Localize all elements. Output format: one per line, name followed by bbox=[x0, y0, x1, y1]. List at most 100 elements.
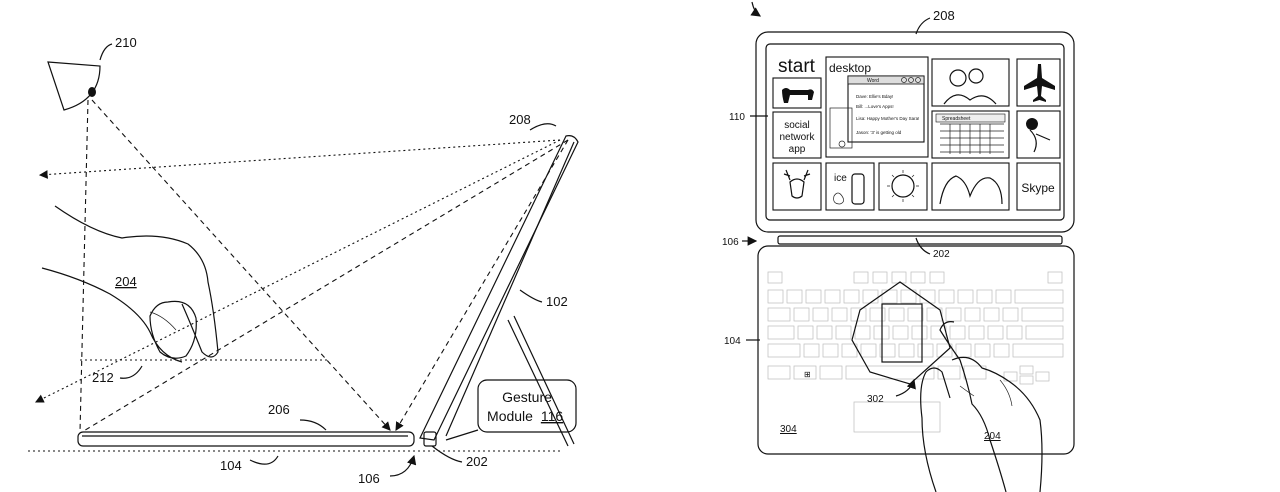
window-close-icon[interactable] bbox=[915, 77, 921, 83]
ref-106: 106 bbox=[358, 471, 380, 486]
window-titlebar bbox=[847, 75, 925, 85]
leader-106 bbox=[389, 454, 417, 477]
leader-302 bbox=[895, 378, 916, 397]
gesture-module-line1: Gesture bbox=[502, 389, 552, 405]
spreadsheet-title: Spreadsheet bbox=[942, 116, 971, 122]
hand-outline bbox=[41, 205, 219, 363]
shaker-icon bbox=[851, 173, 865, 205]
sensor-ray-lower bbox=[35, 139, 561, 403]
leader-210 bbox=[99, 43, 113, 61]
ref-r104: 104 bbox=[724, 336, 741, 347]
gesture-projection-outer bbox=[851, 281, 951, 385]
skype-label: Skype bbox=[1021, 181, 1055, 195]
person-icon-1 bbox=[949, 69, 967, 87]
hand-right-outline bbox=[920, 321, 1043, 492]
ref-212: 212 bbox=[92, 370, 114, 385]
ref-206: 206 bbox=[268, 402, 290, 417]
camera-device bbox=[47, 61, 101, 111]
leader-208 bbox=[529, 123, 557, 131]
desktop-label: desktop bbox=[829, 61, 871, 75]
window-line-1: Dave: Ellie's Bday! bbox=[856, 94, 893, 99]
tile-deer[interactable] bbox=[772, 162, 822, 211]
windows-key-icon: ⊞ bbox=[804, 370, 811, 379]
sun-rays bbox=[887, 170, 919, 202]
leader-202 bbox=[431, 445, 463, 463]
hinge-strip bbox=[777, 235, 1063, 245]
ref-r110: 110 bbox=[729, 112, 745, 123]
ref-r106: 106 bbox=[722, 237, 739, 248]
tile-group-photo[interactable] bbox=[931, 162, 1010, 211]
tablet-ray-left bbox=[81, 139, 569, 433]
gesture-projection-inner bbox=[881, 303, 923, 363]
window-line-4: Jason: '3' is getting old bbox=[856, 130, 902, 135]
ref-102: 102 bbox=[546, 294, 568, 309]
tile-social-network[interactable] bbox=[772, 111, 822, 159]
leader-r202 bbox=[915, 237, 931, 255]
ref-210: 210 bbox=[115, 35, 137, 50]
keyboard-cover bbox=[77, 431, 415, 447]
ref-r204: 204 bbox=[984, 431, 1001, 442]
camera-ray-down bbox=[79, 99, 89, 433]
gesture-module-connector bbox=[445, 429, 479, 441]
leader-r208 bbox=[915, 17, 931, 35]
key-grid bbox=[767, 271, 1064, 433]
gesture-module-box bbox=[477, 379, 577, 433]
tile-skype[interactable] bbox=[1016, 162, 1061, 211]
people-shoulders bbox=[943, 94, 997, 105]
ref-104: 104 bbox=[220, 458, 242, 473]
social-line3: app bbox=[789, 144, 806, 155]
tablet-body bbox=[419, 135, 579, 441]
window-min-icon[interactable] bbox=[901, 77, 907, 83]
gesture-module-line2: Module bbox=[487, 408, 533, 424]
group-people-icon bbox=[939, 175, 1003, 205]
ref-302: 302 bbox=[867, 394, 884, 405]
ref-202: 202 bbox=[466, 454, 488, 469]
window-line-2: Bill: ...Love's Apps! bbox=[856, 104, 894, 109]
monkey-body bbox=[1029, 129, 1051, 153]
ref-208: 208 bbox=[509, 112, 531, 127]
right-figure: 208 110 start desktop social network app… bbox=[722, 1, 1075, 492]
left-figure: 210 204 212 208 102 206 104 bbox=[28, 35, 579, 486]
leader-104 bbox=[249, 455, 279, 465]
tablet-screen bbox=[765, 43, 1065, 221]
tile-photo-couple[interactable] bbox=[931, 58, 1010, 107]
window-line-3: Lisa: Happy Mother's Day Sara! bbox=[856, 116, 919, 121]
browser-window[interactable] bbox=[829, 107, 853, 149]
spreadsheet-titlebar bbox=[935, 113, 1006, 123]
ref-r208: 208 bbox=[933, 8, 955, 23]
monkey-icon bbox=[1026, 118, 1038, 130]
ref-204: 204 bbox=[115, 274, 137, 289]
sun-icon bbox=[891, 174, 915, 198]
leader-102 bbox=[519, 289, 543, 303]
person-icon-2 bbox=[968, 68, 984, 84]
window-title: Word bbox=[867, 78, 879, 84]
hand-right-creases bbox=[959, 379, 1013, 407]
window-max-icon[interactable] bbox=[908, 77, 914, 83]
tile-ice[interactable] bbox=[825, 162, 875, 211]
tablet-frame bbox=[755, 31, 1075, 233]
dog-icon bbox=[782, 88, 814, 103]
hinge bbox=[423, 431, 437, 447]
ice-cube-icon bbox=[833, 192, 844, 205]
tablet-ray-keyboard bbox=[395, 139, 569, 431]
finger-crease bbox=[149, 311, 177, 331]
car-wheel-icon bbox=[838, 140, 846, 148]
spreadsheet-grid bbox=[940, 123, 1004, 154]
figure-pointer bbox=[750, 1, 761, 17]
ice-label: ice bbox=[834, 173, 847, 184]
leader-212 bbox=[119, 365, 143, 379]
airplane-icon bbox=[1024, 64, 1055, 102]
sensor-ray-upper bbox=[38, 139, 561, 179]
ref-r202: 202 bbox=[933, 249, 950, 260]
camera-ray-keyboard bbox=[91, 99, 391, 431]
keyboard-body bbox=[757, 245, 1075, 455]
camera-lens bbox=[88, 87, 96, 97]
gesture-module-num: 116 bbox=[541, 408, 564, 424]
kickstand bbox=[507, 319, 569, 447]
ref-r304: 304 bbox=[780, 424, 797, 435]
leader-206 bbox=[299, 419, 327, 431]
deer-icon bbox=[783, 169, 811, 199]
tablet-back bbox=[445, 141, 575, 437]
social-line2: network bbox=[779, 132, 815, 143]
